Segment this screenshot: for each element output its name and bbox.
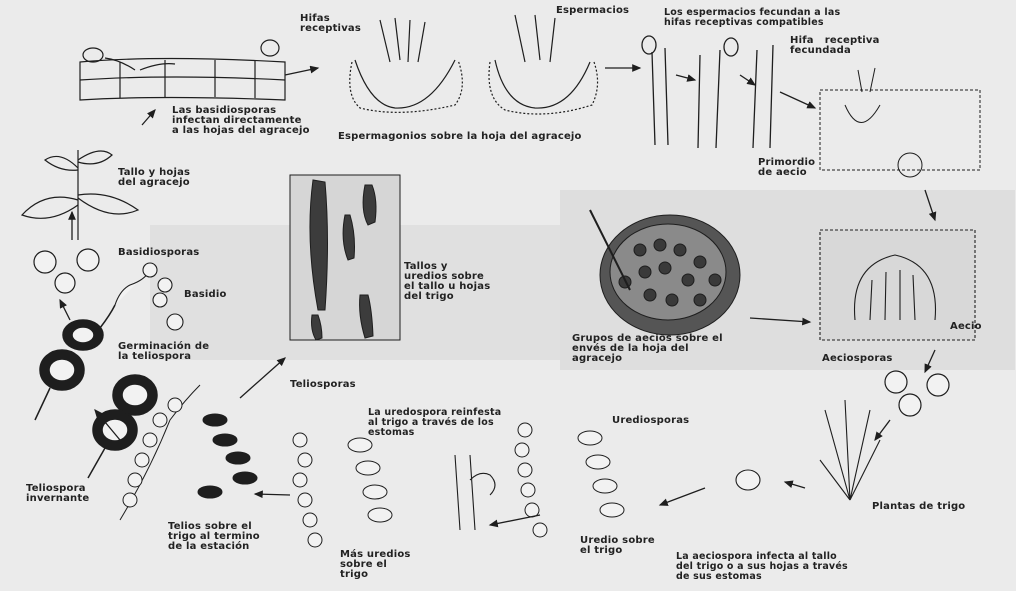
label-urediosporas: Urediosporas (612, 416, 689, 426)
label-tallos-uredios: Tallos y uredios sobre el tallo u hojas … (404, 262, 490, 302)
label-espermacios-fecundan: Los espermacios fecundan a las hifas rec… (664, 8, 840, 28)
aecium-primordium (820, 68, 980, 177)
label-uredospora-reinfesta: La uredospora reinfesta al trigo a travé… (368, 408, 501, 438)
label-aeciospora-infecta: La aeciospora infecta al tallo del trigo… (676, 552, 848, 582)
label-telios-sobre-trigo: Telios sobre el trigo al termino de la e… (168, 522, 260, 552)
label-espermagonios: Espermagonios sobre la hoja del agracejo (338, 132, 582, 142)
label-hifas-receptivas: Hifas receptivas (300, 14, 361, 34)
label-basidiosporas: Basidiosporas (118, 248, 199, 258)
label-espermacios: Espermacios (556, 6, 629, 16)
label-hifa-receptiva-fecundada: Hifa receptiva fecundada (790, 36, 880, 56)
wheat-plants (736, 400, 880, 500)
label-mas-uredios: Más uredios sobre el trigo (340, 550, 411, 580)
label-basidiosporas-infectan: Las basidiosporas infectan directamente … (172, 106, 310, 136)
label-basidio: Basidio (184, 290, 227, 300)
wheat-stem-with-telia (290, 175, 400, 340)
label-aecio: Aecio (950, 322, 982, 332)
label-teliospora-invernante: Teliospora invernante (26, 484, 89, 504)
uredia-middle (293, 433, 392, 547)
barberry-plant (22, 150, 138, 240)
spermagonium-right (489, 15, 598, 114)
label-uredio-sobre-trigo: Uredio sobre el trigo (580, 536, 655, 556)
uredia-right (515, 423, 624, 537)
label-grupos-ecios: Grupos de aecios sobre el envés de la ho… (572, 334, 723, 364)
receptive-hyphae (642, 36, 773, 148)
label-primordio-ecio: Primordio de aecio (758, 158, 815, 178)
label-plantas-trigo: Plantas de trigo (872, 502, 965, 512)
spermagonium-left (350, 18, 463, 112)
stoma-infection (455, 455, 495, 530)
basidiospores (34, 249, 99, 293)
germinating-teliospore (35, 305, 115, 420)
leaf-epidermis-cells (80, 40, 285, 100)
label-teliosporas: Teliosporas (290, 380, 356, 390)
label-tallo-hojas-agracejo: Tallo y hojas del agracejo (118, 168, 190, 188)
label-aeciosporas: Aeciosporas (822, 354, 893, 364)
label-germinacion-teliospora: Germinación de la teliospora (118, 342, 209, 362)
aeciospores (885, 371, 949, 416)
